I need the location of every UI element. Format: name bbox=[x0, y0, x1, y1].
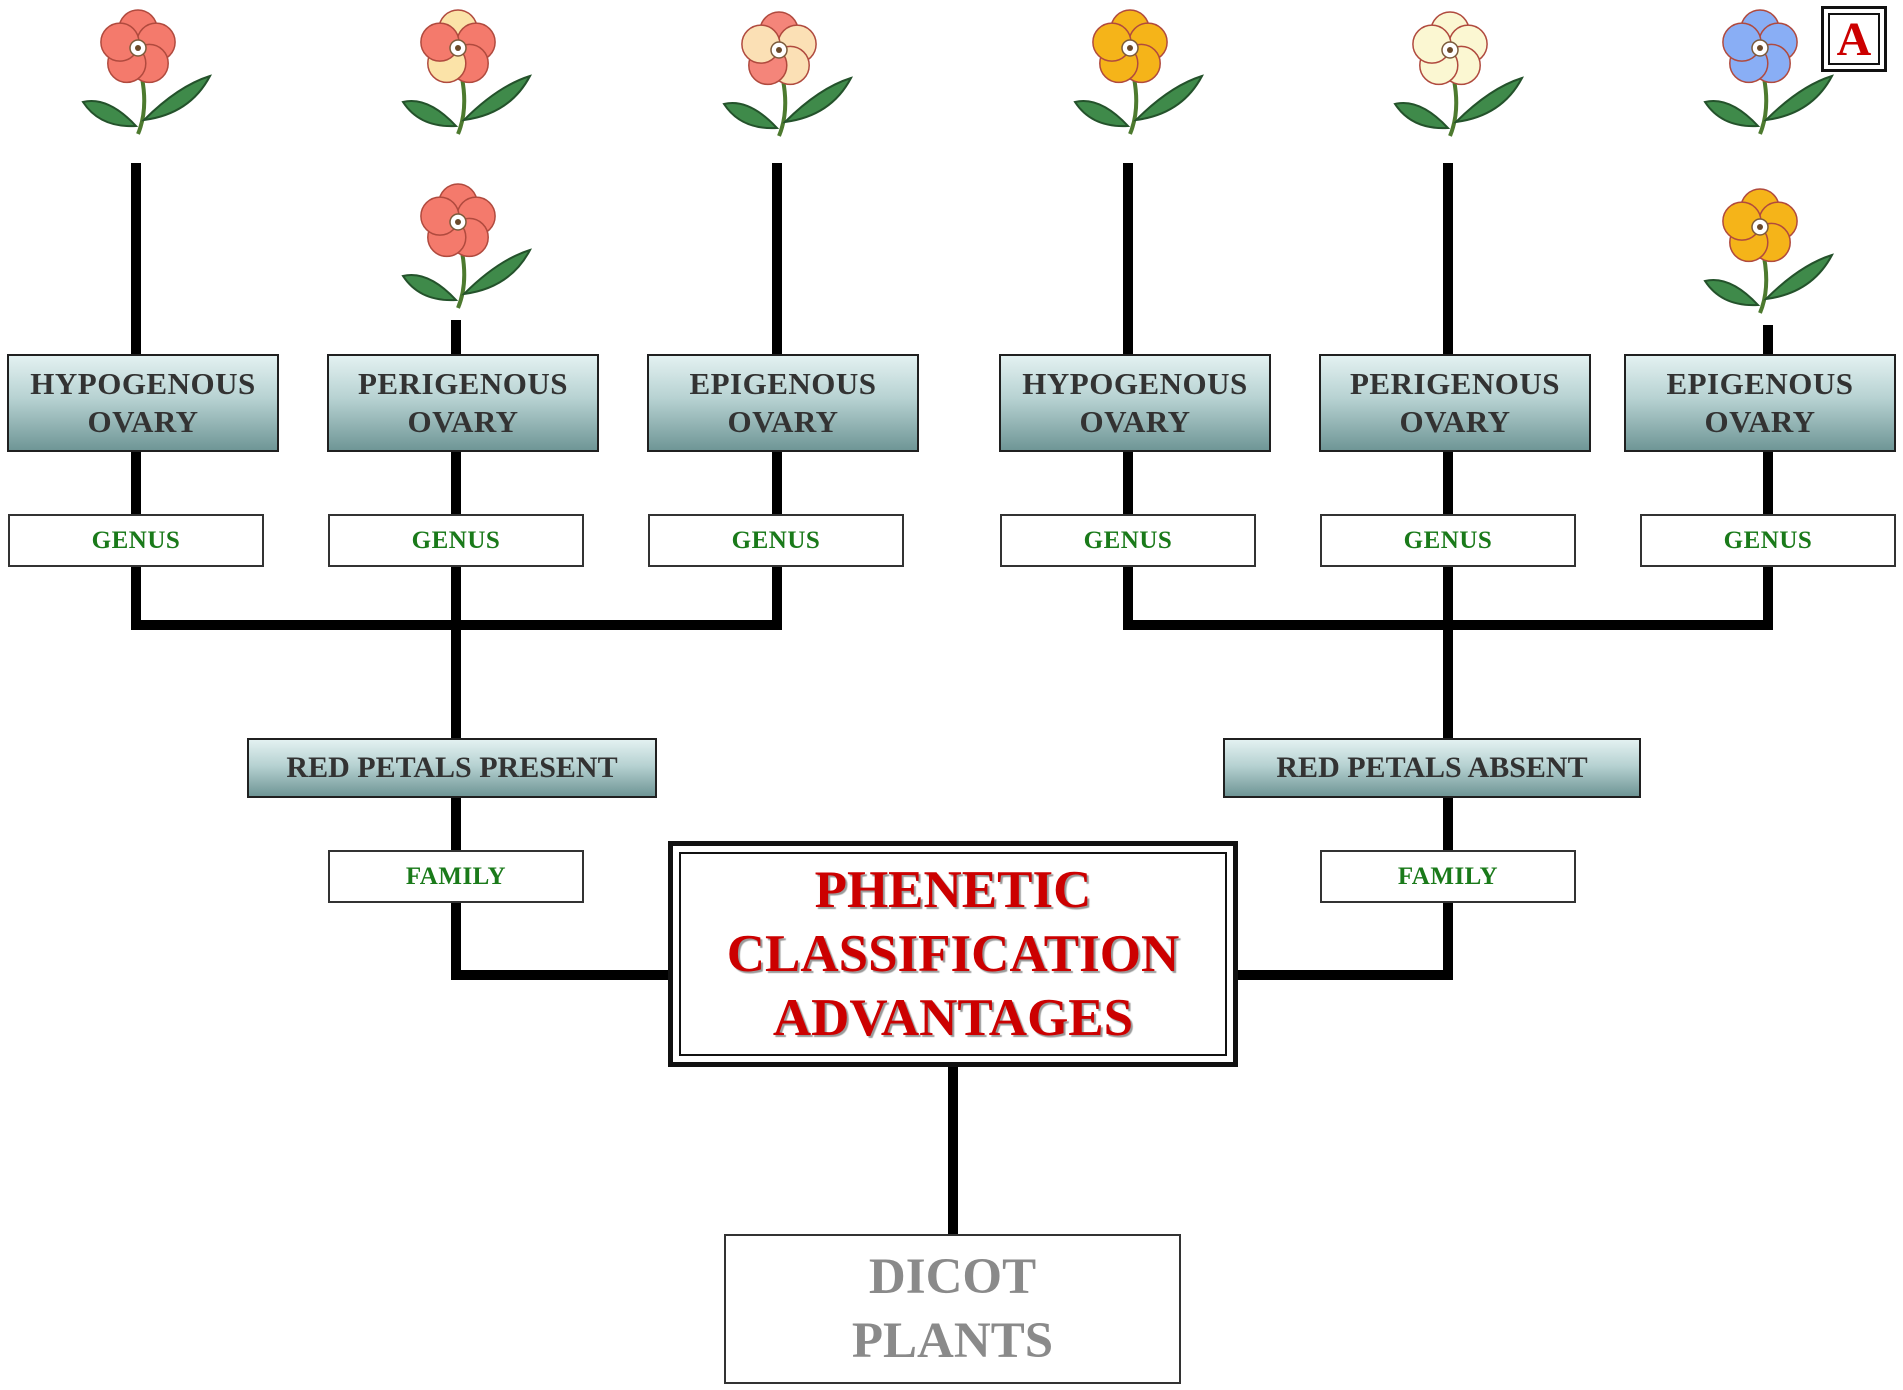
genus-5-ovary: PERIGENOUS OVARY bbox=[1319, 354, 1591, 452]
ovary-type: PERIGENOUS bbox=[358, 366, 568, 401]
title-line-1: PHENETIC bbox=[814, 861, 1092, 919]
genus-4-ovary: HYPOGENOUS OVARY bbox=[999, 354, 1271, 452]
genus-6-ovary: EPIGENOUS OVARY bbox=[1624, 354, 1896, 452]
ovary-word: OVARY bbox=[1704, 404, 1816, 439]
flower-icon bbox=[1703, 188, 1835, 314]
ovary-word: OVARY bbox=[407, 404, 519, 439]
genus-3-rank: GENUS bbox=[648, 514, 904, 567]
genus-1-ovary: HYPOGENOUS OVARY bbox=[7, 354, 279, 452]
ovary-word: OVARY bbox=[87, 404, 199, 439]
root-line-1: DICOT bbox=[868, 1249, 1037, 1305]
root-dicot-plants: DICOT PLANTS bbox=[724, 1234, 1181, 1384]
flower-icon bbox=[1393, 11, 1525, 137]
family-2-trait: RED PETALS ABSENT bbox=[1223, 738, 1641, 798]
genus-6-rank: GENUS bbox=[1640, 514, 1896, 567]
ovary-word: OVARY bbox=[727, 404, 839, 439]
flower-icons bbox=[81, 9, 1835, 314]
ovary-type: EPIGENOUS bbox=[689, 366, 877, 401]
genus-5-rank: GENUS bbox=[1320, 514, 1576, 567]
ovary-type: HYPOGENOUS bbox=[1022, 366, 1248, 401]
flower-icon bbox=[81, 9, 213, 135]
family-1-trait: RED PETALS PRESENT bbox=[247, 738, 657, 798]
title-line-2: CLASSIFICATION bbox=[726, 925, 1180, 983]
ovary-type: HYPOGENOUS bbox=[30, 366, 256, 401]
flower-icon bbox=[1073, 9, 1205, 135]
family-1-rank: FAMILY bbox=[328, 850, 584, 903]
badge-letter: A bbox=[1828, 13, 1880, 66]
genus-2-ovary: PERIGENOUS OVARY bbox=[327, 354, 599, 452]
main-title-box: PHENETIC CLASSIFICATION ADVANTAGES bbox=[668, 841, 1238, 1067]
slide-badge: A bbox=[1821, 6, 1887, 72]
ovary-word: OVARY bbox=[1079, 404, 1191, 439]
main-title-frame: PHENETIC CLASSIFICATION ADVANTAGES bbox=[679, 852, 1227, 1056]
genus-2-rank: GENUS bbox=[328, 514, 584, 567]
family-2-rank: FAMILY bbox=[1320, 850, 1576, 903]
ovary-type: EPIGENOUS bbox=[1666, 366, 1854, 401]
flower-icon bbox=[1703, 9, 1835, 135]
genus-1-rank: GENUS bbox=[8, 514, 264, 567]
genus-4-rank: GENUS bbox=[1000, 514, 1256, 567]
flower-icon bbox=[722, 11, 854, 137]
ovary-word: OVARY bbox=[1399, 404, 1511, 439]
flower-icon bbox=[401, 9, 533, 135]
title-line-3: ADVANTAGES bbox=[772, 989, 1134, 1047]
ovary-type: PERIGENOUS bbox=[1350, 366, 1560, 401]
root-line-2: PLANTS bbox=[851, 1313, 1054, 1369]
genus-3-ovary: EPIGENOUS OVARY bbox=[647, 354, 919, 452]
flower-icon bbox=[401, 183, 533, 309]
connector-lines bbox=[131, 163, 1773, 1239]
